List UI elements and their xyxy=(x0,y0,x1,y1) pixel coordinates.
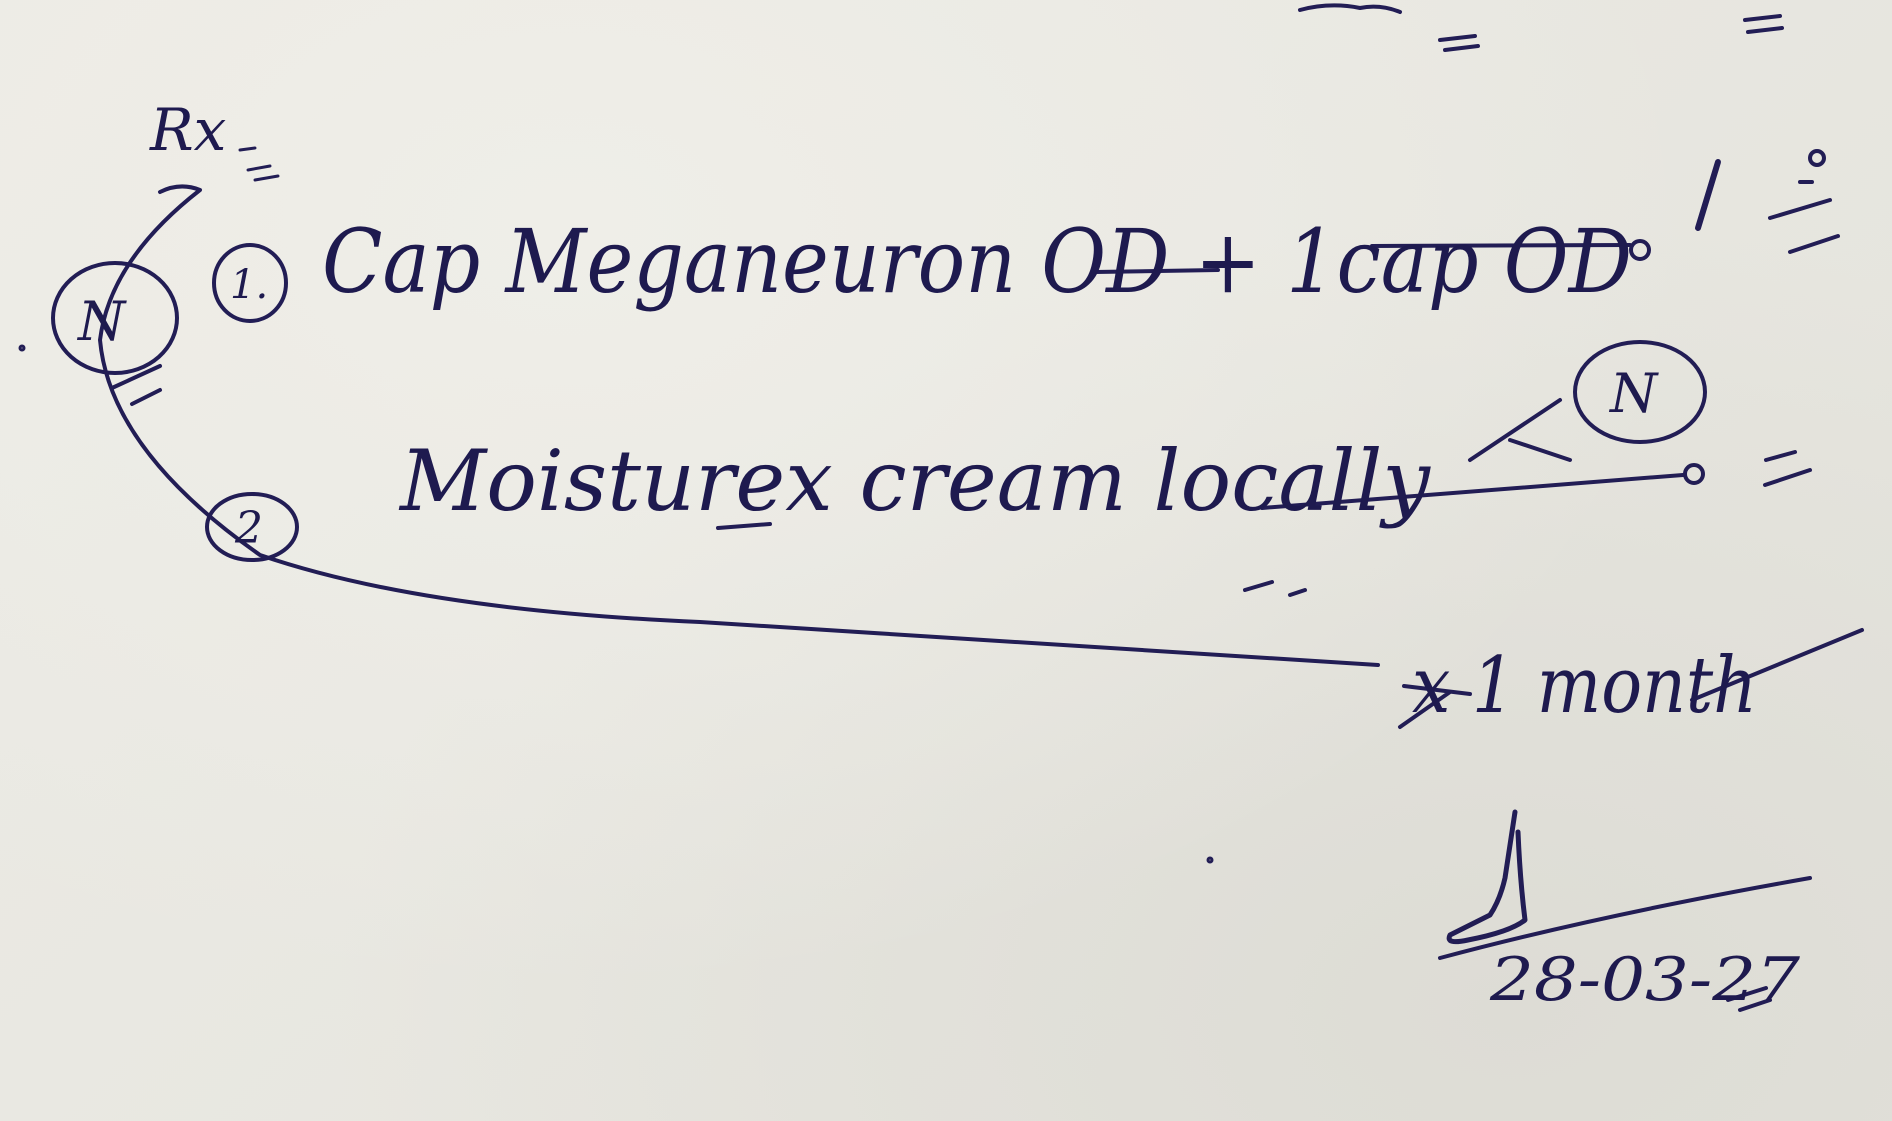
n-marker-right: N xyxy=(1608,362,1659,425)
schedule-line-2 xyxy=(1260,473,1685,510)
cropped-scribble xyxy=(1298,3,1402,14)
item-2-number: 2 xyxy=(234,503,263,554)
rx-symbol: Rx xyxy=(149,96,226,164)
dash-marks xyxy=(1243,580,1307,597)
n-circle-left xyxy=(51,261,179,375)
signature xyxy=(1446,809,1528,945)
number-1-circle xyxy=(212,243,288,323)
rx-tick-marks xyxy=(238,146,280,182)
ink-dot xyxy=(18,344,26,352)
arrow-head xyxy=(1398,684,1472,729)
ex-underline xyxy=(716,522,772,530)
tick-marks xyxy=(1726,986,1772,1012)
signature-underline xyxy=(1438,876,1812,960)
n-circle-right xyxy=(1573,340,1707,444)
tick-marks xyxy=(110,364,162,406)
tick-marks xyxy=(1768,180,1840,254)
duration: x 1 month xyxy=(1412,641,1757,731)
slash-mark xyxy=(1695,159,1721,231)
ink-dot xyxy=(1206,856,1214,864)
equals-mark xyxy=(1743,14,1784,34)
cross-mark xyxy=(1468,398,1572,462)
item-2-text: Moisturex cream locally xyxy=(398,432,1432,530)
schedule-zero-2 xyxy=(1683,463,1705,485)
duration-flourish xyxy=(1690,628,1864,702)
dot-mark xyxy=(1808,149,1826,167)
bracket-line xyxy=(98,184,1380,667)
schedule-zero-1 xyxy=(1629,239,1651,261)
n-marker-left: N xyxy=(76,290,127,353)
equals-mark xyxy=(1438,34,1480,52)
schedule-line-1 xyxy=(1370,243,1632,248)
tick-marks xyxy=(1763,450,1812,487)
item-1-text: Cap Meganeuron OD + 1cap OD xyxy=(322,210,1632,313)
date: 28-03-27 xyxy=(1489,945,1801,1015)
number-2-circle xyxy=(205,492,299,562)
item-1-number: 1. xyxy=(230,262,268,308)
od-underline xyxy=(1093,268,1220,274)
